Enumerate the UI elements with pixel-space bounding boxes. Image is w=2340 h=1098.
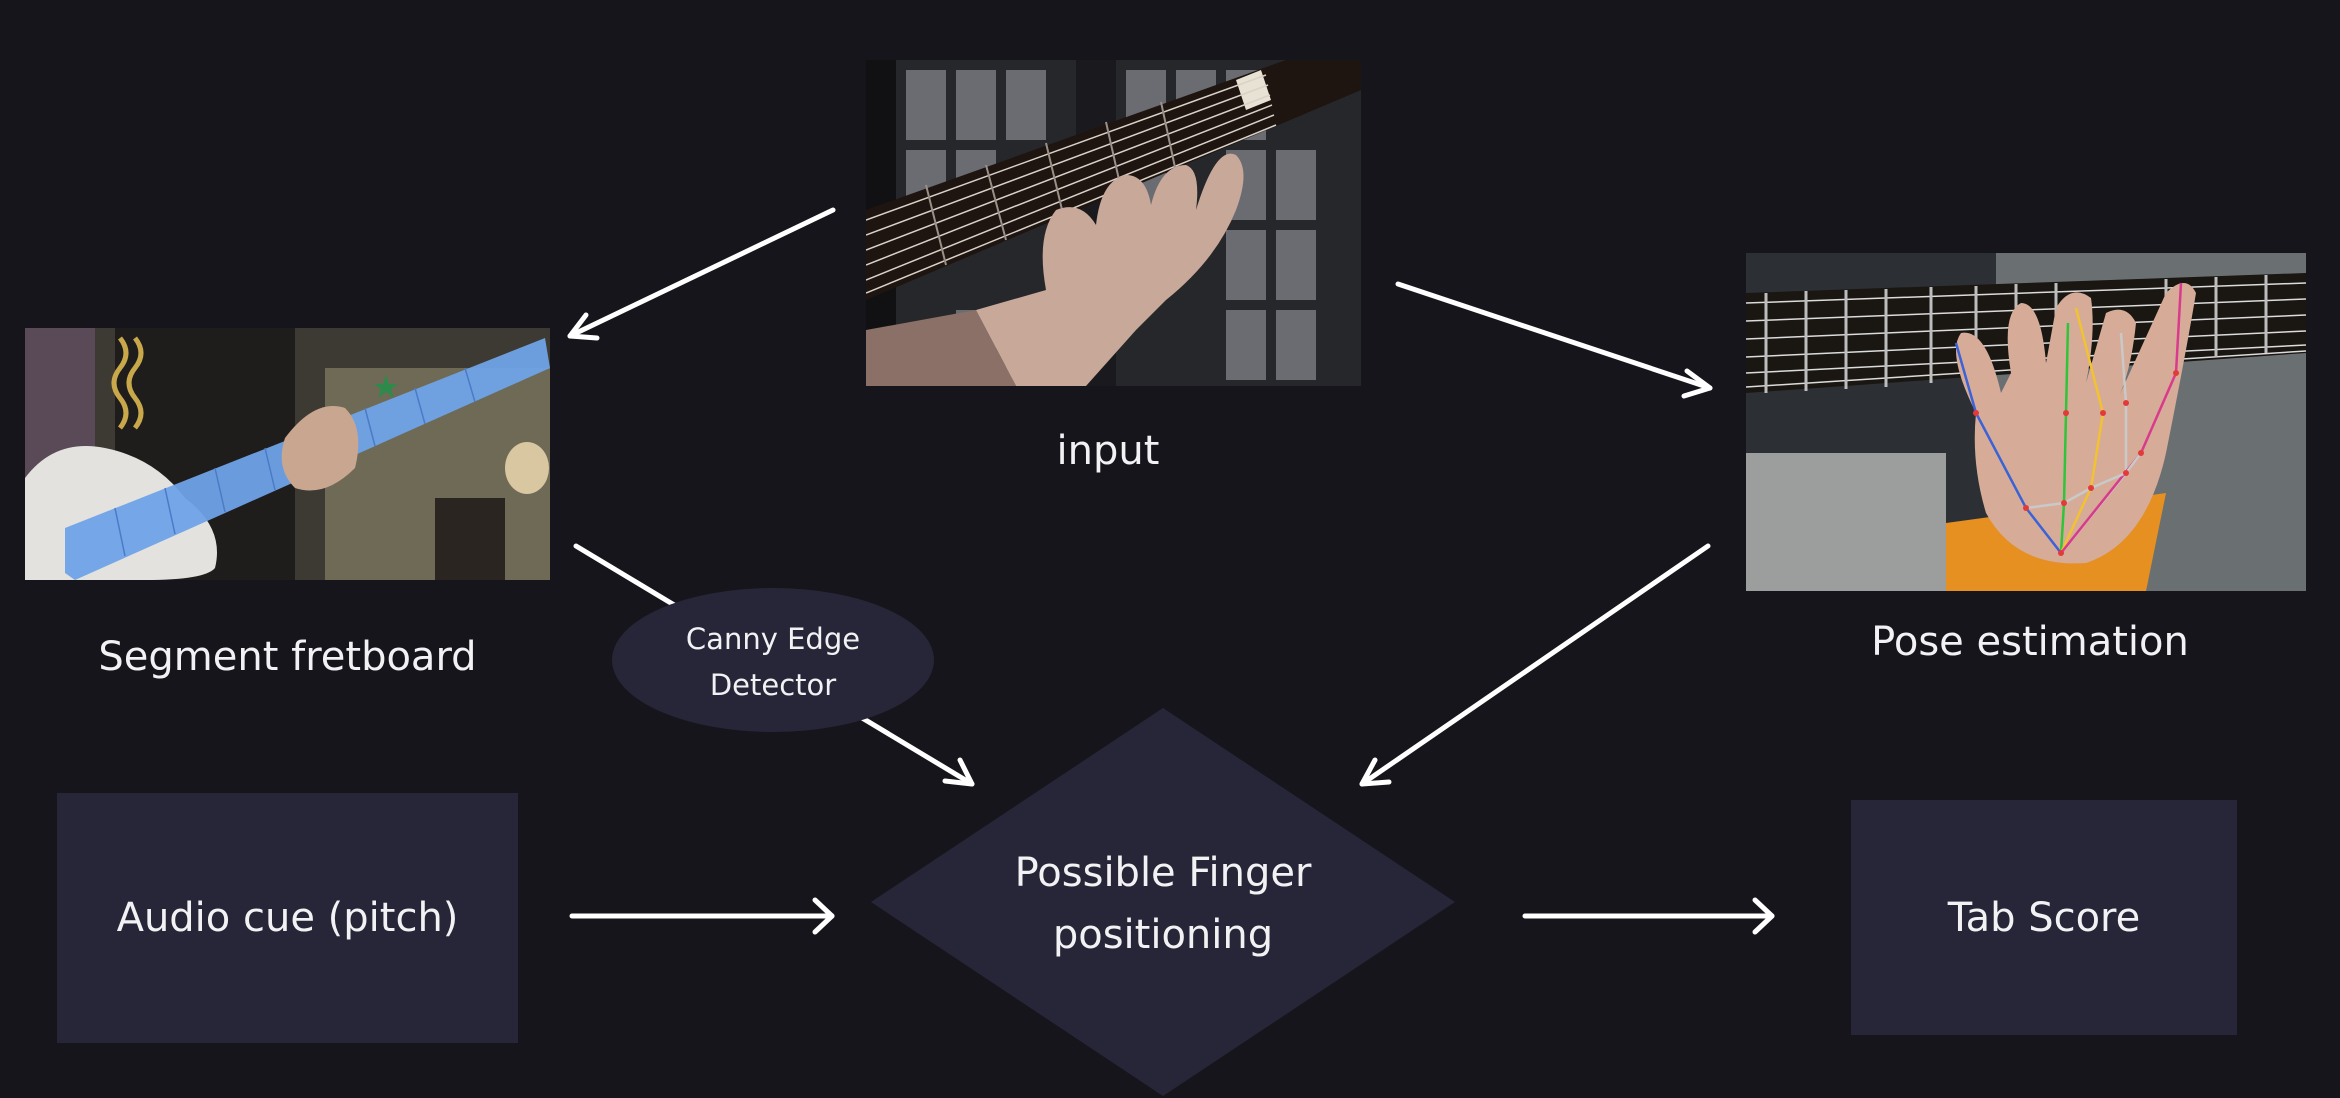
pose-caption: Pose estimation <box>1871 619 2189 665</box>
arrow-input-to-pose <box>1395 281 1713 399</box>
tab-score-box: Tab Score <box>1851 800 2237 1035</box>
canny-edge-ellipse <box>612 588 934 732</box>
canny-edge-line1: Canny Edge <box>685 622 861 656</box>
segment-caption: Segment fretboard <box>98 634 477 680</box>
arrow-audio-to-finger <box>569 897 835 935</box>
input-caption: input <box>1056 428 1160 474</box>
input-photo <box>866 60 1361 386</box>
audio-cue-box: Audio cue (pitch) <box>57 793 518 1043</box>
star-icon <box>374 375 398 398</box>
segment-photo <box>25 328 550 580</box>
finger-positioning-line1: Possible Finger <box>1014 850 1312 896</box>
pose-photo <box>1746 253 2306 591</box>
audio-cue-label: Audio cue (pitch) <box>116 895 459 941</box>
tab-score-label: Tab Score <box>1947 894 2141 941</box>
arrow-input-to-segment <box>567 207 836 341</box>
finger-positioning-diamond <box>871 708 1455 1096</box>
canny-edge-line2: Detector <box>709 668 837 702</box>
finger-positioning-label: Possible Finger positioning <box>963 842 1363 966</box>
arrow-pose-to-finger <box>1359 543 1711 787</box>
canny-edge-label: Canny Edge Detector <box>633 616 913 708</box>
arrow-finger-to-tab <box>1522 897 1775 935</box>
finger-positioning-line2: positioning <box>1052 912 1274 958</box>
